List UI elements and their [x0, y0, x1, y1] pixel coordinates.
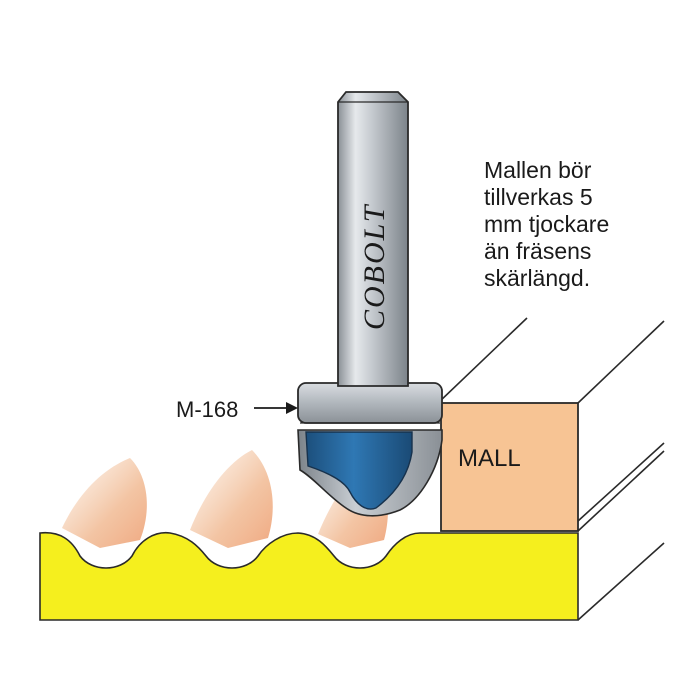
- note-line: tillverkas 5: [484, 184, 593, 210]
- cutter-blade: [305, 431, 413, 510]
- note-line: än fräsens: [484, 238, 592, 264]
- template-label: MALL: [458, 445, 521, 472]
- brand-label: COBOLT: [358, 203, 391, 330]
- note-line: mm tjockare: [484, 211, 610, 237]
- template-block: [440, 402, 579, 532]
- note-line: Mallen bör: [484, 157, 592, 183]
- perspective-lines: [437, 317, 665, 621]
- part-number-label: M-168: [176, 397, 238, 422]
- workpiece: [39, 531, 579, 621]
- router-bit: COBOLT: [297, 91, 443, 517]
- callout-arrow: [254, 402, 298, 414]
- note-line: skärlängd.: [484, 265, 591, 291]
- instruction-note: Mallen bör tillverkas 5 mm tjockare än f…: [484, 157, 694, 292]
- bit-collar: [297, 382, 443, 424]
